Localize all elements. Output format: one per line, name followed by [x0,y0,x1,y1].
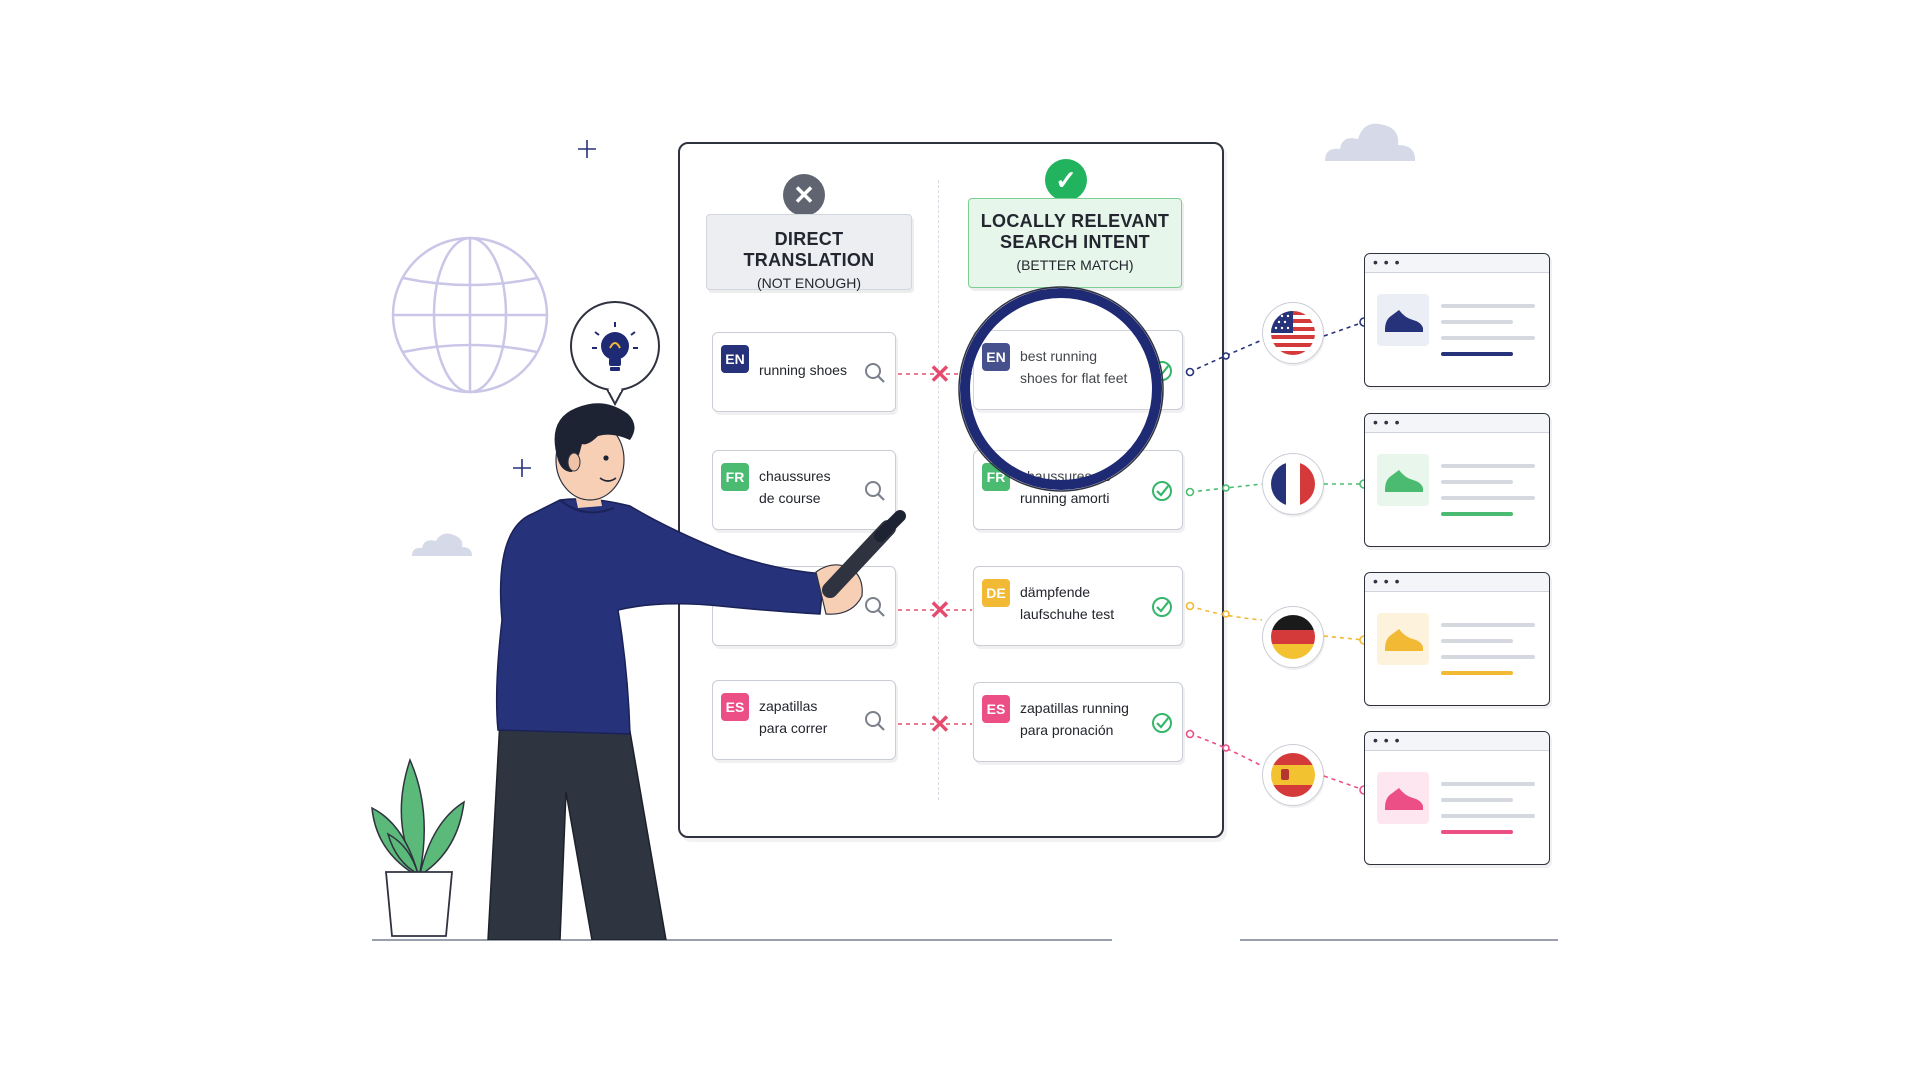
search-icon [865,481,885,501]
text-line [1441,639,1513,643]
search-result-window-us: • • • [1364,253,1550,387]
shoe-thumbnail [1377,772,1429,824]
accent-line [1441,352,1513,356]
window-titlebar: • • • [1365,414,1549,433]
fr-flag-icon [1262,453,1324,515]
cloud-icon [1325,123,1416,161]
local-intent-header: LOCALLY RELEVANT SEARCH INTENT (BETTER M… [968,198,1182,288]
magnifier-lens [958,286,1164,492]
column-divider [938,180,939,800]
window-dots: • • • [1373,414,1401,430]
lang-badge: ES [721,693,749,721]
header-title-line2: SEARCH INTENT [1000,232,1150,252]
cloud-icon [412,533,472,556]
window-titlebar: • • • [1365,573,1549,592]
shoe-icon [1385,788,1423,810]
search-icon [865,597,885,617]
header-title-line1: LOCALLY RELEVANT [980,211,1170,231]
text-line [1441,623,1535,627]
header-subtitle: (NOT ENOUGH) [757,275,861,291]
idea-bubble [570,301,660,407]
check-icon [1152,597,1172,617]
text-line [1441,798,1513,802]
search-result-window-fr: • • • [1364,413,1550,547]
lang-badge: ES [982,695,1010,723]
check-icon [1152,481,1172,501]
text-line [1441,320,1513,324]
text-line [1441,655,1535,659]
mismatch-x-icon: ✕ [929,709,951,739]
globe-icon [391,236,549,394]
window-titlebar: • • • [1365,732,1549,751]
accent-line [1441,512,1513,516]
text-line [1441,496,1535,500]
check-circle-icon: ✓ [1045,159,1087,201]
ground-line [1240,939,1558,941]
plant-icon [371,757,465,937]
text-line [1441,304,1535,308]
lightbulb-icon [592,322,638,371]
window-dots: • • • [1373,254,1401,270]
shoe-icon [1385,629,1423,651]
shoe-thumbnail [1377,294,1429,346]
sparkle-icon [578,140,596,158]
text-line [1441,336,1535,340]
accent-line [1441,830,1513,834]
check-icon [1152,713,1172,733]
text-line [1441,782,1535,786]
query-text: running shoes [759,362,847,378]
mismatch-x-icon: ✕ [929,359,951,389]
lang-badge: EN [721,345,749,373]
shoe-thumbnail [1377,454,1429,506]
header-title: DIRECT TRANSLATION [743,229,875,270]
lang-badge: FR [721,463,749,491]
es-flag-icon [1262,744,1324,806]
text-line [1441,814,1535,818]
shoe-icon [1385,470,1423,492]
market-connectors [1185,317,1369,795]
search-icon [865,711,885,731]
header-subtitle: (BETTER MATCH) [1016,257,1134,273]
x-circle-icon: ✕ [783,174,825,216]
query-card-direct-en: EN running shoes [712,332,896,412]
lang-badge: DE [982,579,1010,607]
window-titlebar: • • • [1365,254,1549,273]
shoe-icon [1385,310,1423,332]
text-line [1441,480,1513,484]
shoe-thumbnail [1377,613,1429,665]
sparkle-icon [513,459,531,477]
window-dots: • • • [1373,732,1401,748]
ground-line [372,939,1112,941]
mismatch-x-icon: ✕ [929,595,951,625]
person-with-magnifier [487,403,906,940]
search-icon [865,363,885,383]
us-flag-icon [1262,302,1324,364]
direct-translation-header: DIRECT TRANSLATION (NOT ENOUGH) [706,214,912,291]
lang-badge: EN [982,343,1010,371]
text-line [1441,464,1535,468]
search-result-window-es: • • • [1364,731,1550,865]
de-flag-icon [1262,606,1324,668]
accent-line [1441,671,1513,675]
window-dots: • • • [1373,573,1401,589]
search-result-window-de: • • • [1364,572,1550,706]
